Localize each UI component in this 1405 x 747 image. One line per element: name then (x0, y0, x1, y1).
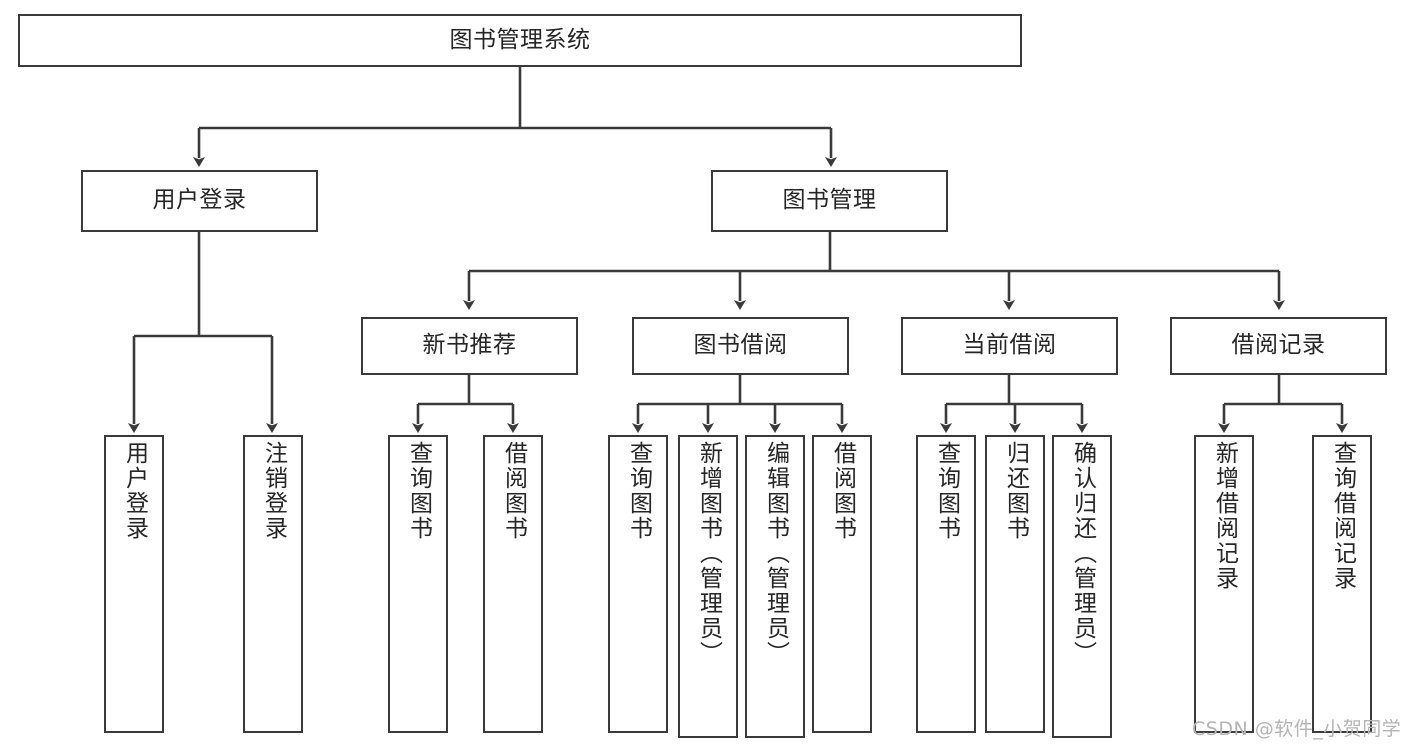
node-label: 用户登录 (152, 187, 247, 214)
node-leaf-query-book-2[interactable]: 查询图书 (608, 435, 668, 733)
node-label: 新书推荐 (422, 332, 517, 359)
node-new-book-recommend[interactable]: 新书推荐 (361, 317, 578, 375)
node-label: 查询图书 (625, 441, 652, 541)
node-leaf-edit-book-admin[interactable]: 编辑图书（管理员） (745, 435, 805, 738)
csdn-watermark: CSDN @软件_小贺同学 (1192, 718, 1402, 740)
node-label: 注销登录 (260, 441, 287, 541)
node-label: 查询图书 (933, 441, 960, 541)
node-leaf-user-login[interactable]: 用户登录 (104, 435, 164, 733)
node-label: 借阅记录 (1231, 332, 1326, 359)
node-leaf-logout-login[interactable]: 注销登录 (243, 435, 303, 733)
node-label: 确认归还（管理员） (1069, 441, 1096, 666)
node-label: 新增借阅记录 (1211, 441, 1238, 591)
node-leaf-query-borrow-record[interactable]: 查询借阅记录 (1312, 435, 1372, 733)
node-book-borrow[interactable]: 图书借阅 (632, 317, 849, 375)
node-label: 借阅图书 (829, 441, 856, 541)
node-label: 编辑图书（管理员） (762, 441, 789, 666)
node-leaf-borrow-book-2[interactable]: 借阅图书 (812, 435, 872, 733)
node-borrow-record[interactable]: 借阅记录 (1170, 317, 1387, 375)
node-label: 新增图书（管理员） (695, 441, 722, 666)
node-book-manage[interactable]: 图书管理 (711, 170, 948, 232)
node-label: 图书管理系统 (449, 26, 591, 53)
node-leaf-add-borrow-record[interactable]: 新增借阅记录 (1194, 435, 1254, 733)
node-label: 借阅图书 (500, 441, 527, 541)
node-leaf-query-book-3[interactable]: 查询图书 (916, 435, 976, 733)
node-label: 归还图书 (1002, 441, 1029, 541)
node-label: 查询借阅记录 (1329, 441, 1356, 591)
node-label: 图书管理 (782, 187, 877, 214)
node-user-login[interactable]: 用户登录 (81, 170, 318, 232)
node-current-borrow[interactable]: 当前借阅 (901, 317, 1118, 375)
node-label: 用户登录 (121, 441, 148, 541)
node-root-book-management-system[interactable]: 图书管理系统 (18, 14, 1022, 67)
node-leaf-borrow-book-1[interactable]: 借阅图书 (483, 435, 543, 733)
node-leaf-return-book[interactable]: 归还图书 (985, 435, 1045, 733)
node-leaf-confirm-return-admin[interactable]: 确认归还（管理员） (1052, 435, 1112, 738)
node-label: 查询图书 (405, 441, 432, 541)
node-label: 图书借阅 (693, 332, 788, 359)
node-label: 当前借阅 (962, 332, 1057, 359)
node-leaf-query-book-1[interactable]: 查询图书 (388, 435, 448, 733)
node-leaf-add-book-admin[interactable]: 新增图书（管理员） (678, 435, 738, 738)
